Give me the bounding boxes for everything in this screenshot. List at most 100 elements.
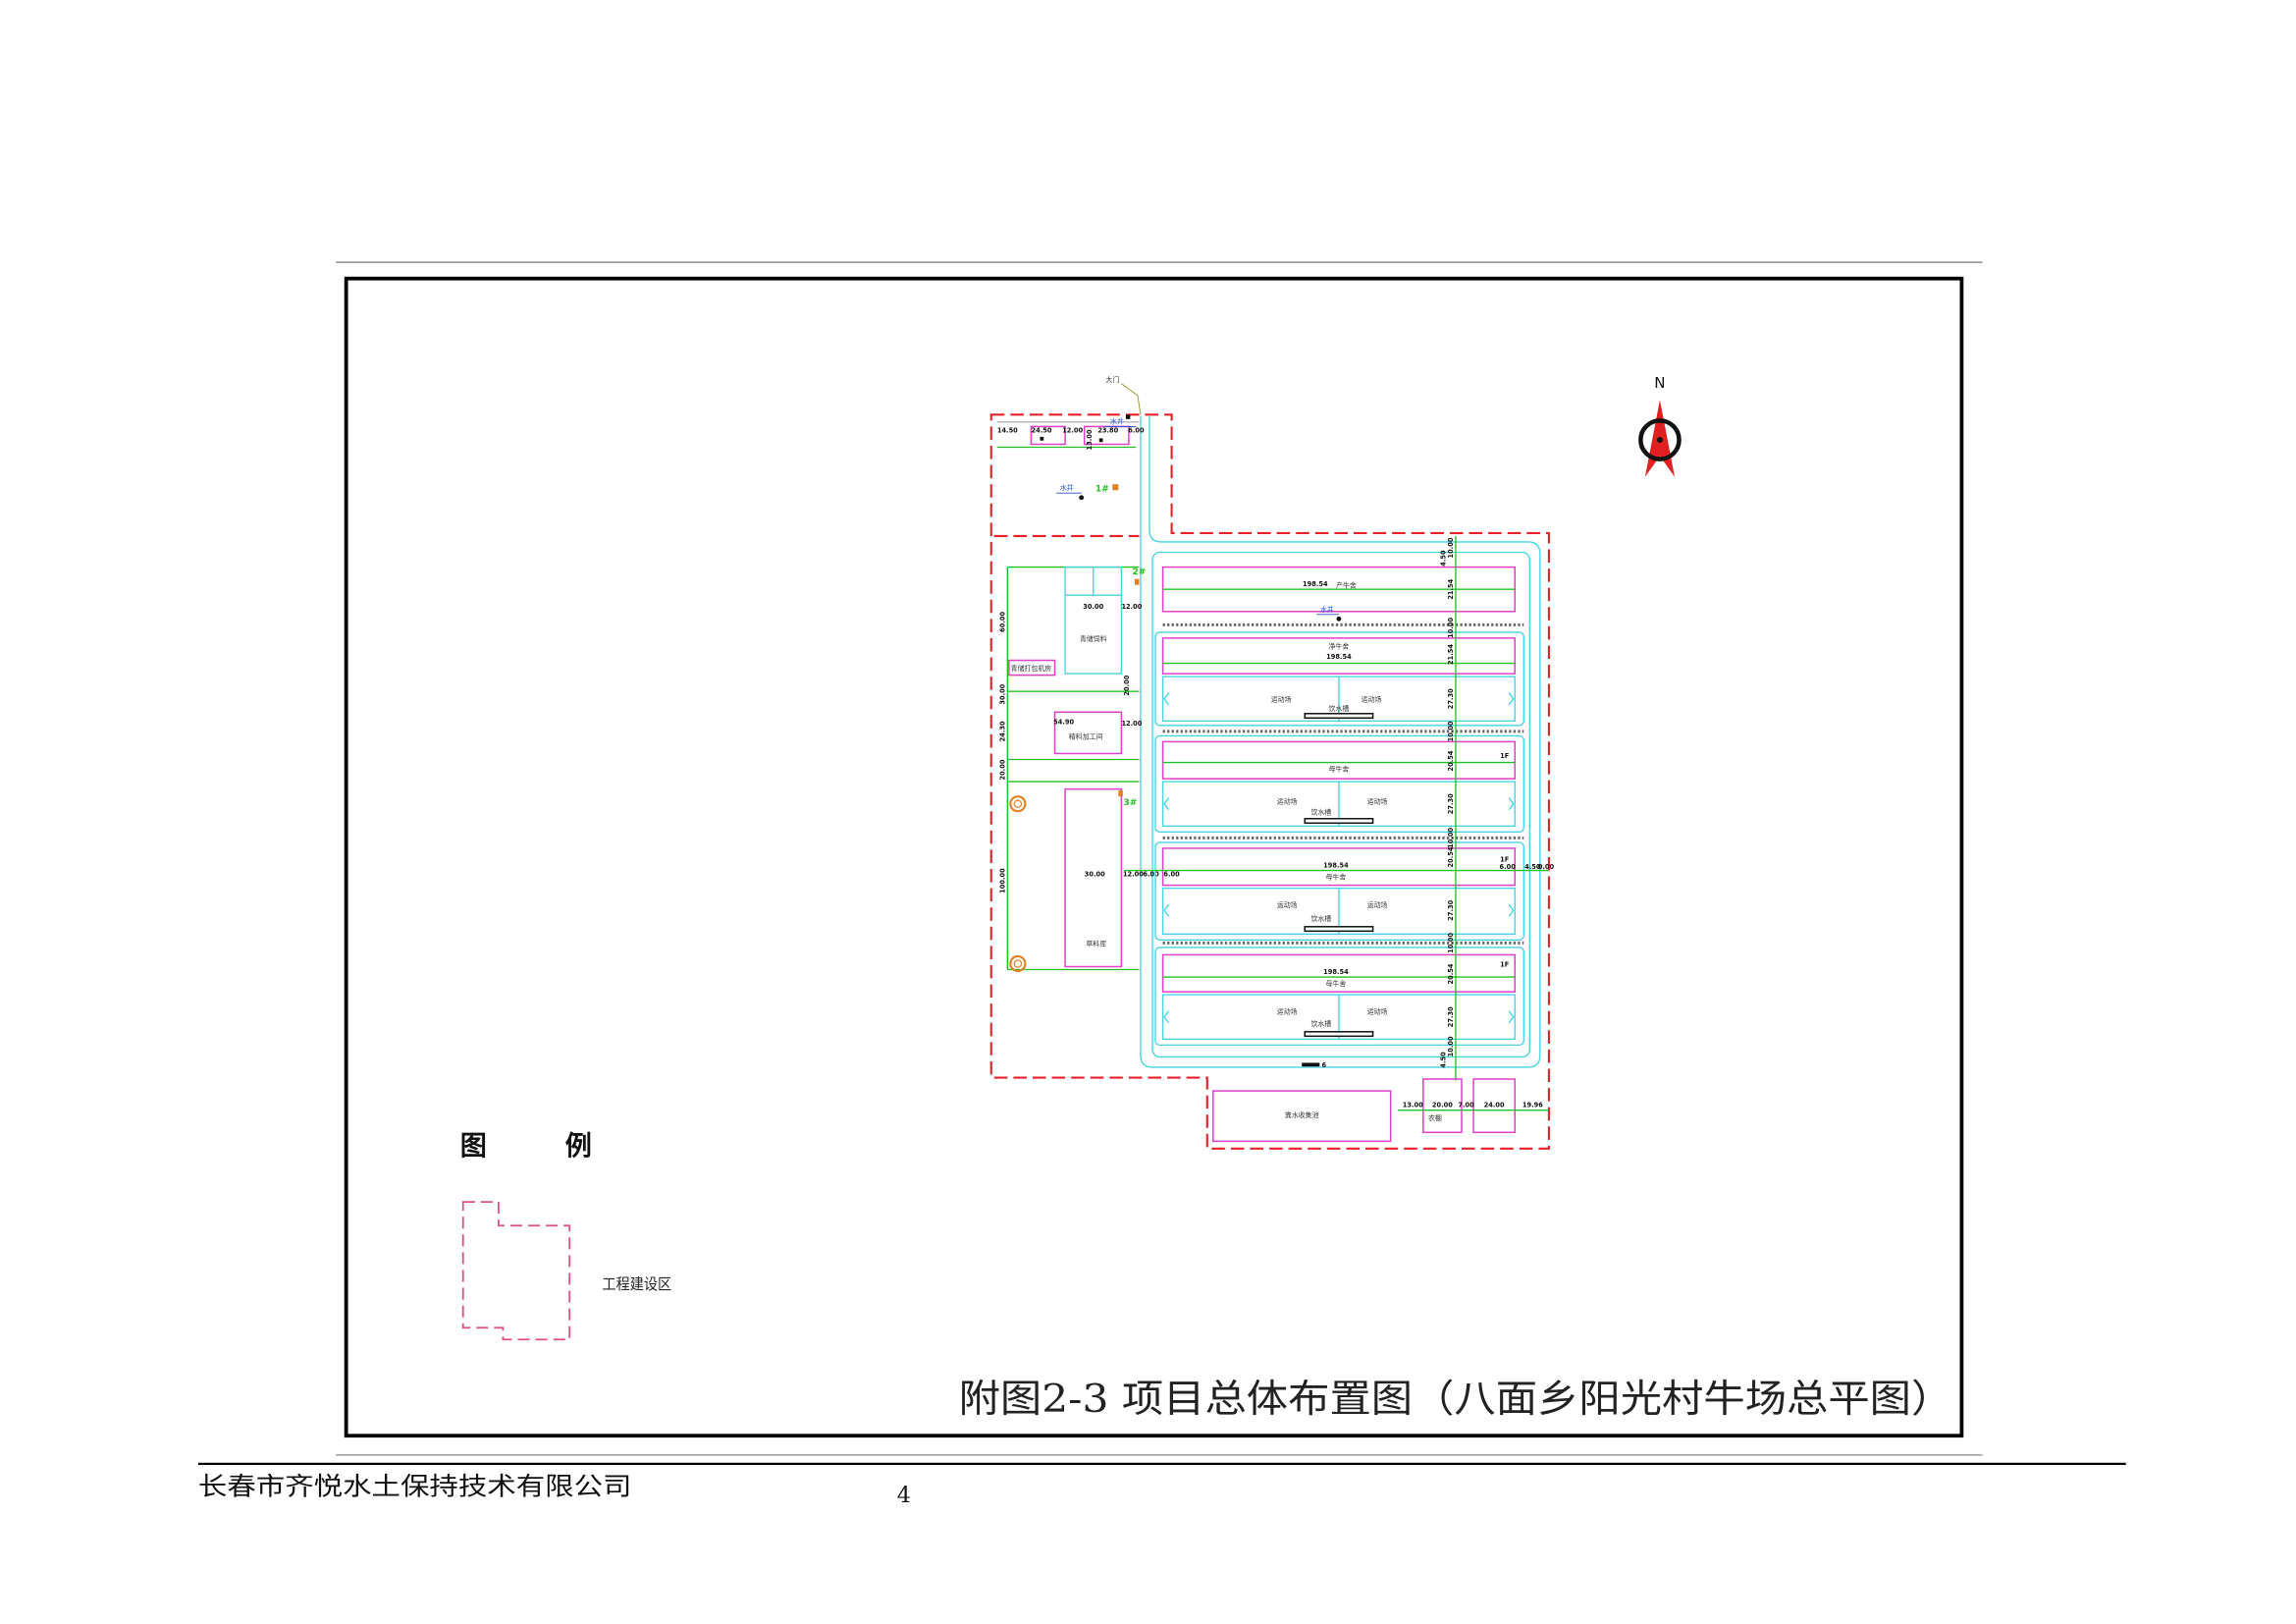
dim-right-7: 20.54 bbox=[1447, 750, 1455, 771]
well-label-1: 水井 bbox=[1110, 416, 1124, 425]
well-icon-3 bbox=[1336, 616, 1342, 622]
silage-label: 青储饲料 bbox=[1080, 634, 1107, 643]
dim-road-1: 12.00 bbox=[1121, 603, 1142, 611]
footer-company: 长春市齐悦水土保持技术有限公司 bbox=[198, 1473, 632, 1502]
legend-title-char-1: 图 bbox=[460, 1131, 487, 1162]
feed-mill-label: 精料加工间 bbox=[1069, 731, 1103, 740]
dim-top-3: 12.00 bbox=[1062, 426, 1083, 434]
hay-store bbox=[1064, 787, 1123, 968]
site-plan: 14.50 24.50 12.00 13.00 23.80 6.00 大门 水井… bbox=[989, 375, 1555, 1150]
manure-pool bbox=[1212, 1090, 1392, 1143]
shed-5-west-gate-icon bbox=[1163, 1010, 1170, 1024]
shed-2-block bbox=[1154, 631, 1524, 727]
dim-right-13: 20.54 bbox=[1447, 963, 1455, 984]
dim-right-14: 27.30 bbox=[1447, 1006, 1455, 1027]
baler-room bbox=[1008, 659, 1056, 677]
shed-1-length: 198.54 bbox=[1303, 580, 1328, 588]
shed-4-name: 母牛舍 bbox=[1326, 873, 1347, 882]
dim-left-5: 100.00 bbox=[998, 868, 1006, 893]
shed-4-floor: 1F bbox=[1500, 855, 1509, 863]
entrance-area: 14.50 24.50 12.00 13.00 23.80 6.00 大门 水井… bbox=[996, 375, 1145, 501]
dim-south-5: 19.96 bbox=[1522, 1102, 1543, 1110]
shed-5-name: 母牛舍 bbox=[1326, 979, 1347, 988]
dim-left-4: 20.00 bbox=[998, 759, 1006, 780]
shed-3-trough-label: 饮水槽 bbox=[1310, 807, 1331, 816]
marker-icon-1 bbox=[1112, 484, 1119, 491]
dim-top-1: 14.50 bbox=[997, 426, 1018, 434]
shed-2-trough-label: 饮水槽 bbox=[1329, 704, 1350, 713]
dim-road-5: 6.00 bbox=[1143, 871, 1159, 879]
dim-right-9: 10.00 bbox=[1447, 828, 1455, 848]
shed-3-building bbox=[1161, 740, 1517, 780]
marker-icon-2 bbox=[1134, 578, 1140, 585]
shed-5-yard-west-label: 运动场 bbox=[1277, 1007, 1298, 1016]
shed-3-name: 母牛舍 bbox=[1329, 765, 1350, 774]
shed-4-trough bbox=[1304, 926, 1374, 933]
shed-1: 198.54 产牛舍 水井 bbox=[1161, 566, 1517, 622]
shed-5-building bbox=[1161, 953, 1517, 993]
shed-4-west-gate-icon bbox=[1163, 903, 1170, 917]
dim-right-10: 20.54 bbox=[1447, 846, 1455, 867]
shed-5-block bbox=[1154, 947, 1524, 1047]
legend-item-label: 工程建设区 bbox=[602, 1275, 671, 1293]
shed-2-name: 净牛舍 bbox=[1329, 641, 1350, 650]
silage-dim: 30.00 bbox=[1083, 603, 1103, 611]
dim-right-2: 21.54 bbox=[1447, 578, 1455, 599]
hay-store-label: 草料库 bbox=[1086, 939, 1106, 947]
shed-2-yard-east-label: 运动场 bbox=[1362, 695, 1382, 704]
well-label-3: 水井 bbox=[1320, 605, 1334, 614]
south-gate-icon bbox=[1302, 1062, 1320, 1067]
well-circle-inner-1 bbox=[1013, 799, 1023, 808]
legend-title-char-2: 例 bbox=[565, 1131, 592, 1162]
shed-3-yard-west-label: 运动场 bbox=[1277, 797, 1298, 806]
dim-road-3: 12.00 bbox=[1121, 720, 1142, 728]
dim-right-11: 27.30 bbox=[1447, 899, 1455, 920]
marker-label-1: 1# bbox=[1095, 485, 1109, 495]
dim-edge-bottom: 4.50 bbox=[1439, 1052, 1447, 1068]
gate-leader-line bbox=[1121, 383, 1142, 415]
shed-4: 198.54 母牛舍 1F 运动场 运动场 饮水槽 bbox=[1154, 841, 1524, 942]
shed-4-east-gate-icon bbox=[1508, 903, 1515, 917]
shed-4-trough-label: 饮水槽 bbox=[1310, 914, 1331, 923]
dim-east-2: 4.50 bbox=[1524, 863, 1541, 871]
page-number: 4 bbox=[897, 1483, 911, 1508]
baler-room-label: 青储打包机房 bbox=[1011, 664, 1052, 673]
legend-boundary-symbol bbox=[461, 1201, 571, 1341]
shed-5-yard-east-label: 运动场 bbox=[1367, 1007, 1388, 1016]
shed-5-trough-label: 饮水槽 bbox=[1310, 1019, 1331, 1028]
well-label-2: 水井 bbox=[1060, 483, 1074, 492]
dim-south-4: 24.00 bbox=[1484, 1102, 1505, 1110]
dim-road-4: 12.00 bbox=[1123, 871, 1144, 879]
well-circle-1 bbox=[1009, 795, 1027, 813]
shed-1-name: 产牛舍 bbox=[1336, 581, 1357, 590]
dim-right-12: 10.00 bbox=[1447, 933, 1455, 953]
shed-5-east-gate-icon bbox=[1508, 1010, 1515, 1024]
dim-top-2: 24.50 bbox=[1032, 426, 1052, 434]
north-arrow-ring bbox=[1638, 418, 1682, 461]
shed-5-floor: 1F bbox=[1500, 960, 1509, 968]
entrance-marker-2 bbox=[1098, 438, 1103, 443]
dim-east-3: 0.00 bbox=[1538, 863, 1555, 871]
shed-2: 净牛舍 198.54 运动场 运动场 饮水槽 bbox=[1154, 631, 1524, 727]
hay-store-dim: 30.00 bbox=[1085, 871, 1105, 879]
shed-3-trough bbox=[1304, 818, 1374, 825]
shed-4-block bbox=[1154, 841, 1524, 942]
shed-2-west-gate-icon bbox=[1163, 692, 1170, 706]
shed-3-west-gate-icon bbox=[1163, 797, 1170, 811]
road-inner-edge bbox=[1151, 551, 1531, 1058]
farm-shed-label: 农棚 bbox=[1428, 1113, 1442, 1122]
marker-label-2: 2# bbox=[1133, 568, 1147, 577]
shed-2-east-gate-icon bbox=[1508, 692, 1515, 706]
north-arrow-center bbox=[1656, 436, 1663, 443]
right-dimension-chain: 4.50 10.00 21.54 10.00 21.54 27.30 10.00… bbox=[1439, 535, 1457, 1081]
shed-3-block bbox=[1154, 734, 1524, 834]
dim-east-1: 6.00 bbox=[1500, 863, 1517, 871]
well-circle-outer-1 bbox=[1009, 795, 1027, 813]
dim-edge-top: 4.50 bbox=[1439, 550, 1447, 567]
dim-south-3: 7.00 bbox=[1458, 1102, 1474, 1110]
dim-top-5: 23.80 bbox=[1097, 426, 1118, 434]
dim-south-2: 20.00 bbox=[1432, 1102, 1453, 1110]
shed-3-east-gate-icon bbox=[1508, 797, 1515, 811]
shed-3-floor: 1F bbox=[1500, 752, 1509, 760]
